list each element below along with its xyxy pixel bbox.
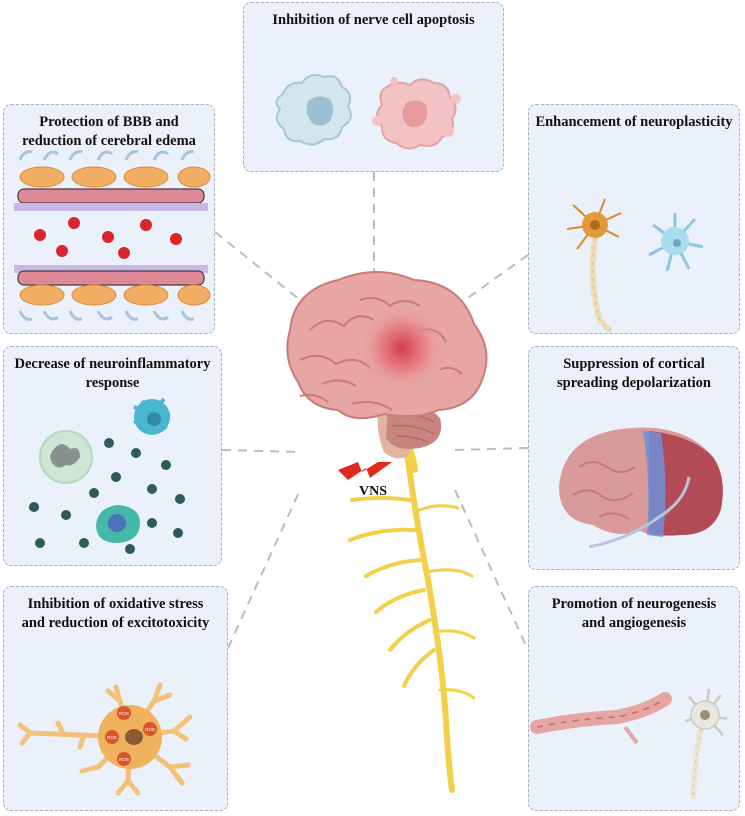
panel-title-csd-line2: spreading depolarization (556, 375, 711, 391)
panel-csd: Suppression of cortical spreading depola… (528, 346, 740, 570)
panel-neurogenesis: Promotion of neurogenesis and angiogenes… (528, 586, 740, 811)
ros-label-1: ROS (119, 711, 129, 716)
cortical-brain-illustration (559, 427, 723, 549)
lesion-icon (360, 306, 444, 390)
panel-title-oxidative-line1: Inhibition of oxidative stress (27, 596, 204, 612)
neurons-illustration (566, 198, 704, 333)
panel-apoptosis: Inhibition of nerve cell apoptosis (243, 2, 504, 172)
panel-title-neurogenesis-line1: Promotion of neurogenesis (551, 596, 717, 612)
panel-title-inflammation-line1: Decrease of neuroinflammatory (14, 356, 211, 372)
connector-csd (454, 447, 529, 451)
vessel-neuron-illustration (530, 688, 728, 800)
panel-title-inflammation-line2: response (85, 375, 140, 391)
panel-title-csd-line1: Suppression of cortical (563, 356, 705, 372)
ros-neuron-illustration: ROS ROS ROS ROS (17, 682, 193, 796)
panel-title-neuroplasticity: Enhancement of neuroplasticity (535, 114, 733, 130)
panel-neuroplasticity: Enhancement of neuroplasticity (528, 104, 740, 334)
cytokine-dots (29, 438, 185, 554)
vagus-nerve-icon (348, 457, 476, 793)
panel-title-oxidative-line2: and reduction of excitotoxicity (21, 615, 210, 631)
connector-oxidative (227, 489, 301, 649)
ros-molecules: ROS ROS ROS ROS (105, 706, 157, 766)
blood-vessel-icon (530, 692, 672, 734)
panel-title-bbb-line2: reduction of cerebral edema (22, 133, 196, 149)
panel-title-bbb-line1: Protection of BBB and (39, 114, 179, 130)
cell-nucleus-icon (306, 96, 333, 126)
connector-inflammation (221, 449, 301, 453)
panel-title-apoptosis: Inhibition of nerve cell apoptosis (272, 12, 475, 28)
connector-neurogenesis (454, 489, 529, 651)
ros-label-4: ROS (119, 757, 129, 762)
apoptotic-nucleus-icon (402, 100, 428, 128)
depolarization-wave-icon (643, 431, 666, 537)
connector-bbb (214, 231, 301, 301)
lightning-icon (338, 462, 392, 480)
ros-label-2: ROS (107, 735, 117, 740)
panel-neuroinflammatory: Decrease of neuroinflammatory response (3, 346, 222, 566)
vns-label: VNS (359, 484, 388, 499)
blood-brain-barrier-illustration (14, 150, 211, 321)
panel-bbb: Protection of BBB and reduction of cereb… (3, 104, 215, 334)
panel-oxidative: Inhibition of oxidative stress and reduc… (3, 586, 228, 811)
apoptotic-cells-illustration (275, 74, 461, 150)
immune-cells-illustration (29, 397, 185, 554)
panel-title-neurogenesis-line2: and angiogenesis (581, 615, 687, 631)
ros-label-3: ROS (145, 727, 155, 732)
